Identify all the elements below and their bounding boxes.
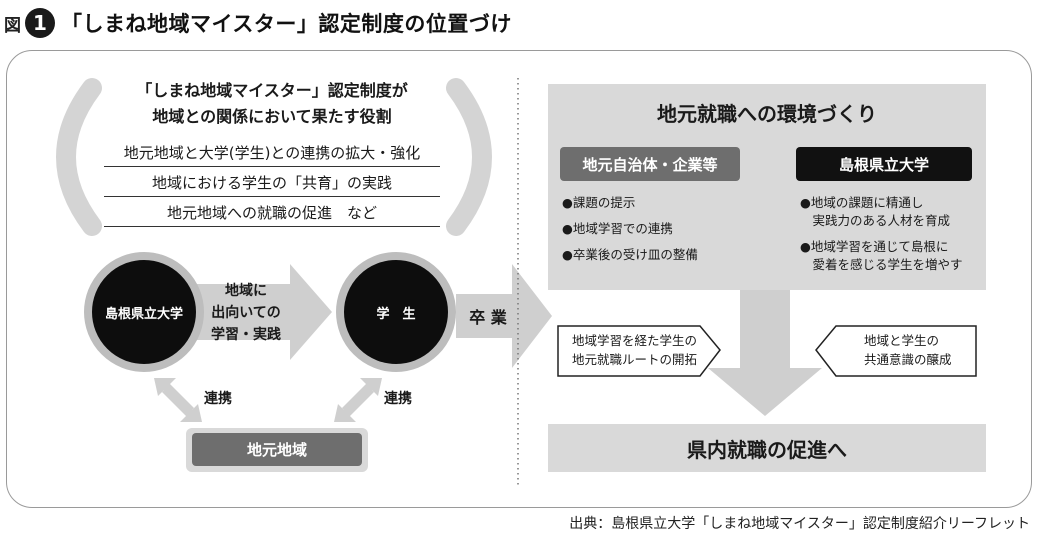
prefectural-university-box: 島根県立大学 [796,147,972,181]
right-bullet-1-line2: 実践力のある人材を育成 [800,213,951,228]
route-left-line2: 地元就職ルートの開拓 [572,352,698,367]
route-left-shape [557,325,721,377]
down-arrow-shape [708,290,822,416]
left-bullet-3: ●卒業後の受け皿の整備 [562,247,698,262]
role-heading: 「しまね地域マイスター」認定制度が 地域との関係において果たす役割 [92,78,452,130]
role-heading-line1: 「しまね地域マイスター」認定制度が [136,81,408,100]
route-right-shape [815,325,977,377]
right-bullet-2-line2: 愛着を感じる学生を増やす [800,257,963,272]
learning-arrow-line1: 地域に [225,283,267,299]
environment-panel [548,84,986,290]
route-right-text: 地域と学生の 共通意識の醸成 [864,331,952,369]
left-parenthesis [56,78,102,236]
local-region-box: 地元地域 [192,433,362,466]
right-parenthesis [446,78,492,236]
collab-label-right: 連携 [384,391,412,407]
graduation-label: 卒 業 [469,308,507,327]
route-right-line1: 地域と学生の [864,333,940,348]
right-bullet-1-line1: ●地域の課題に精通し [800,195,924,210]
collab-label-left: 連携 [204,391,232,407]
figure-label: 図 [4,15,21,36]
source-citation: 出典：島根県立大学「しまね地域マイスター」認定制度紹介リーフレット [569,516,1030,532]
left-bullet-2: ●地域学習での連携 [562,221,673,236]
route-right-line2: 共通意識の醸成 [864,352,952,367]
route-left-text: 地域学習を経た学生の 地元就職ルートの開拓 [572,331,697,369]
university-circle: 島根県立大学 [84,252,204,372]
figure-title: 「しまね地域マイスター」認定制度の位置づけ [61,12,512,36]
role-item-3: 地元地域への就職の促進 など [104,202,440,227]
route-left-line1: 地域学習を経た学生の [572,333,698,348]
learning-arrow-line3: 学習・実践 [211,327,281,343]
figure-number-badge: 1 [25,8,55,38]
collab-arrow-right-icon [334,378,382,422]
role-item-1: 地元地域と大学(学生)との連携の拡大・強化 [104,142,440,167]
right-bullet-2: ●地域学習を通じて島根に 愛着を感じる学生を増やす [800,238,963,274]
local-gov-box: 地元自治体・企業等 [560,147,740,181]
student-circle: 学 生 [336,252,456,372]
role-item-2: 地域における学生の「共育」の実践 [104,172,440,197]
learning-arrow-shape [196,264,332,360]
promotion-box: 県内就職の促進へ [548,424,986,472]
environment-title: 地元就職への環境づくり [657,102,877,126]
role-heading-line2: 地域との関係において果たす役割 [152,107,392,126]
figure-title-row: 図 1 「しまね地域マイスター」認定制度の位置づけ [4,6,512,40]
left-bullet-1: ●課題の提示 [562,195,636,210]
collab-arrow-left-icon [154,378,202,422]
learning-arrow-line2: 出向いての [211,305,281,321]
graduation-arrow-shape [456,264,552,368]
right-bullet-1: ●地域の課題に精通し 実践力のある人材を育成 [800,194,950,230]
right-bullet-2-line1: ●地域学習を通じて島根に [800,239,949,254]
learning-arrow-label: 地域に 出向いての 学習・実践 [204,280,288,346]
main-frame [6,50,1032,508]
